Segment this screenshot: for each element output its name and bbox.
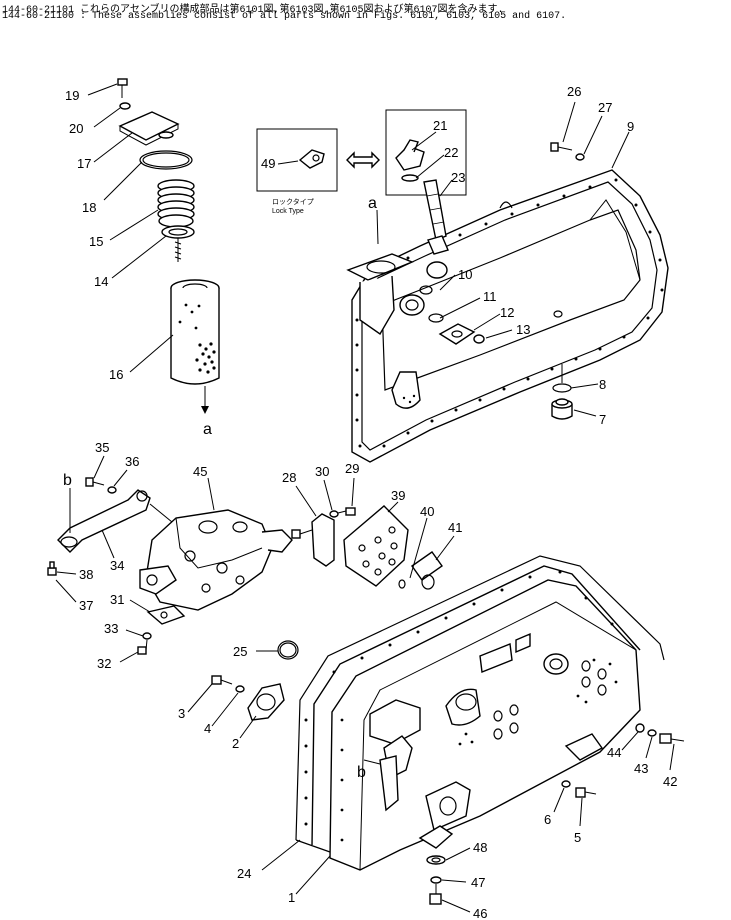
lock-type-label-jp: ロックタイプ [272,197,314,206]
callout-34: 34 [110,558,124,573]
callout-24: 24 [237,866,251,881]
callout-8: 8 [599,377,606,392]
callout-18: 18 [82,200,96,215]
callout-48: 48 [473,840,487,855]
cover-2 [247,683,285,721]
callout-21: 21 [433,118,447,133]
callout-20: 20 [69,121,83,136]
header-line-jp: 144-60-21101 これらのアセンブリの構成部品は第6101図,第6103… [2,5,504,16]
callout-36: 36 [125,454,139,469]
washer-20 [119,102,131,110]
callout-37: 37 [79,598,93,613]
ref-a-top: a [368,195,377,212]
o-ring-25 [277,640,299,660]
valve-14 [161,225,195,262]
filter-assembly [87,78,220,414]
callout-31: 31 [110,592,124,607]
ref-b-case: b [357,764,366,781]
bolt-26 [550,142,573,152]
callout-7: 7 [599,412,606,427]
callout-35: 35 [95,440,109,455]
callout-2: 2 [232,736,239,751]
o-ring-18 [139,150,193,170]
spring-15 [157,179,195,228]
callout-49: 49 [261,156,275,171]
callout-9: 9 [627,119,634,134]
callout-38: 38 [79,567,93,582]
callout-29: 29 [345,461,359,476]
washer-27 [575,153,585,161]
bolt-19 [117,78,128,98]
callout-33: 33 [104,621,118,636]
ref-b-left: b [63,472,72,489]
callout-5: 5 [574,830,581,845]
callout-22: 22 [444,145,458,160]
callout-11: 11 [483,289,497,304]
callout-3: 3 [178,706,185,721]
callout-46: 46 [473,906,487,920]
callout-4: 4 [204,721,211,736]
callout-15: 15 [89,234,103,249]
callout-6: 6 [544,812,551,827]
callout-41: 41 [448,520,462,535]
gasket-24 [295,555,665,841]
callout-17: 17 [77,156,91,171]
callout-28: 28 [282,470,296,485]
callout-26: 26 [567,84,581,99]
oil-pan-9 [346,101,669,463]
callout-19: 19 [65,88,79,103]
filter-element-16 [170,279,220,414]
callout-10: 10 [458,267,472,282]
callout-42: 42 [663,774,677,789]
callout-16: 16 [109,367,123,382]
callout-30: 30 [315,464,329,479]
callout-39: 39 [391,488,405,503]
case-1 [187,555,685,913]
callout-40: 40 [420,504,434,519]
callout-25: 25 [233,644,247,659]
pump-assembly-45 [47,455,293,663]
callout-27: 27 [598,100,612,115]
callout-43: 43 [634,761,648,776]
callout-45: 45 [193,464,207,479]
callout-1: 1 [288,890,295,905]
cover-parts [291,477,455,590]
ref-a-bottom: a [203,421,212,438]
o-ring-8 [552,383,572,393]
callout-44: 44 [607,745,621,760]
plug-7 [551,398,573,420]
callout-12: 12 [500,305,514,320]
header-line-en: 144-60-21100 : These assemblies consist … [2,11,567,22]
callout-13: 13 [516,322,530,337]
callout-14: 14 [94,274,108,289]
lock-type-label-en: Lock Type [272,208,304,215]
callout-32: 32 [97,656,111,671]
callout-23: 23 [451,170,465,185]
callout-47: 47 [471,875,485,890]
